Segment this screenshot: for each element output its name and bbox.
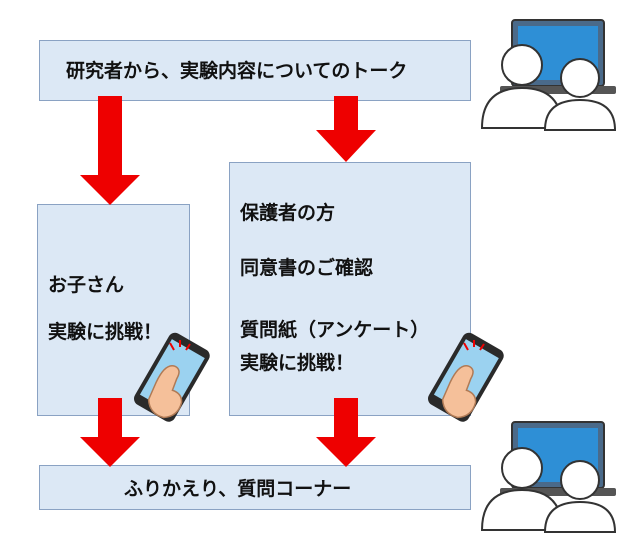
arrow-down-icon — [80, 96, 140, 205]
smartphone-tap-icon — [428, 332, 504, 422]
parent-box-line1: 保護者の方 — [240, 202, 336, 224]
person-icon — [543, 460, 617, 533]
parent-box-line3: 質問紙（アンケート） — [240, 319, 430, 341]
person-icon — [480, 44, 564, 129]
person-icon — [480, 447, 564, 531]
talk-box-label: 研究者から、実験内容についてのトーク — [66, 60, 408, 82]
tap-mark-icon — [463, 340, 485, 351]
review-box — [39, 465, 471, 510]
parent-box-line2: 同意書のご確認 — [240, 257, 374, 279]
arrow-down-icon — [316, 398, 376, 467]
child-box-line1: お子さん — [48, 274, 125, 296]
smartphone-tap-icon — [134, 332, 210, 422]
talk-box — [39, 40, 471, 101]
tap-mark-icon — [169, 340, 191, 351]
review-box-label: ふりかえり、質問コーナー — [124, 478, 352, 500]
parent-box-line4: 実験に挑戦！ — [240, 352, 355, 374]
child-box-line2: 実験に挑戦！ — [48, 321, 163, 343]
arrow-down-icon — [316, 96, 376, 162]
person-icon — [543, 58, 617, 131]
arrow-down-icon — [80, 398, 140, 467]
